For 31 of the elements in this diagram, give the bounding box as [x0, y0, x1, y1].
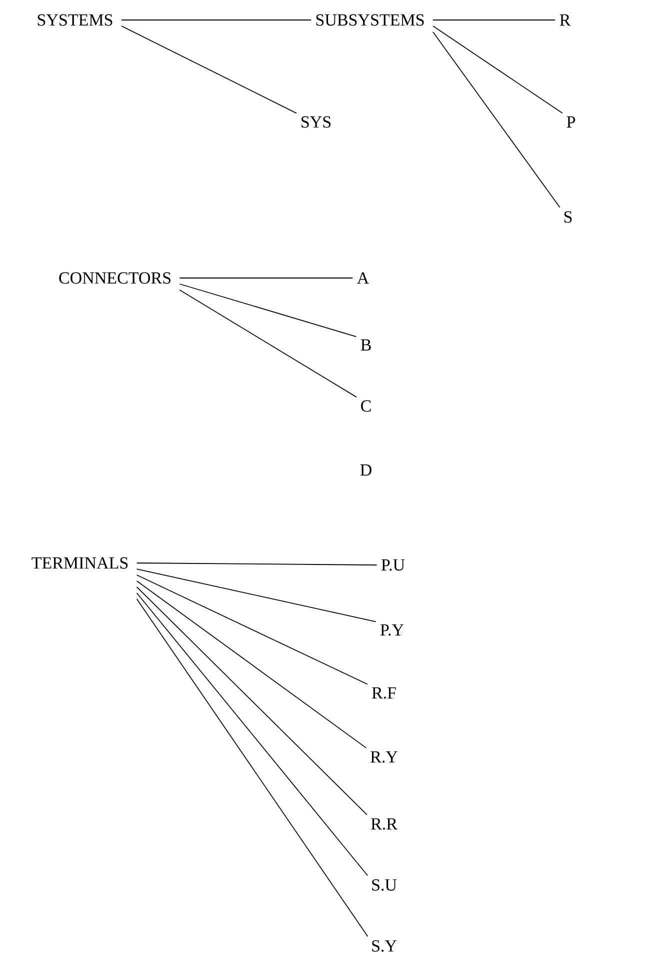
node-label: S: [564, 211, 572, 223]
line: [179, 284, 357, 338]
node-label: P.Y: [380, 624, 404, 636]
line: [136, 568, 376, 622]
line: [179, 290, 357, 398]
node-label: SYSTEMS: [38, 14, 112, 26]
node-label: TERMINALS: [32, 557, 128, 569]
node-label: R.F: [372, 687, 396, 699]
node-label: R.Y: [370, 751, 398, 763]
line: [136, 598, 368, 937]
node-label: SUBSYSTEMS: [316, 14, 424, 26]
node-label: A: [357, 272, 370, 284]
node-label: D: [360, 464, 372, 476]
node-label: C: [361, 400, 371, 412]
line: [136, 592, 368, 876]
node-label: S.U: [372, 879, 397, 891]
node-label: R.R: [371, 818, 398, 830]
line: [136, 562, 378, 566]
line: [432, 26, 563, 114]
line: [432, 32, 560, 208]
node-label: P.U: [381, 559, 405, 571]
node-label: B: [360, 339, 371, 351]
line: [121, 26, 297, 114]
node-label: S.Y: [372, 940, 397, 952]
node-label: P: [566, 116, 576, 128]
line: [136, 574, 368, 685]
line: [136, 586, 368, 816]
line: [136, 580, 367, 748]
node-label: CONNECTORS: [59, 272, 170, 284]
node-label: R: [560, 14, 571, 26]
node-label: SYS: [302, 116, 331, 128]
